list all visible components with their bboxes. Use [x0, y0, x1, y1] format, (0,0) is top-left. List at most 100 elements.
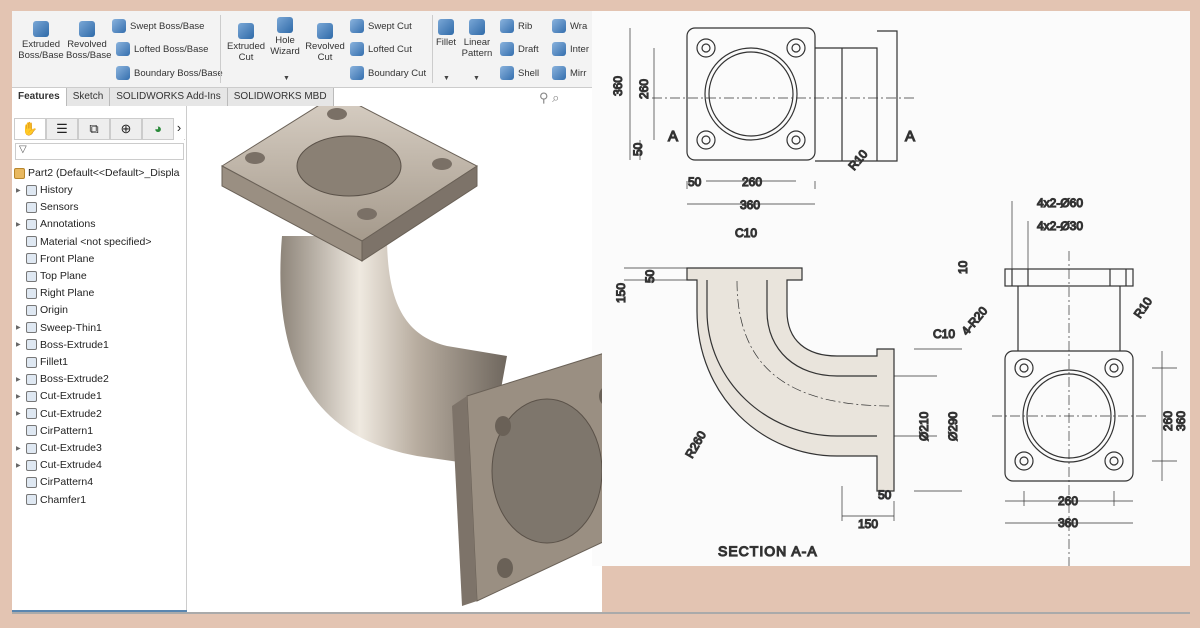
sweep-icon	[112, 19, 126, 33]
tab-sketch[interactable]: Sketch	[66, 88, 111, 106]
expand-arrow-icon[interactable]: ▶	[16, 342, 21, 349]
tree-item[interactable]: Top Plane	[16, 270, 87, 282]
feature-icon	[26, 287, 37, 299]
zoom-to-area-icon[interactable]: ⌕	[552, 90, 560, 105]
dim-360-bottom: 360	[740, 198, 760, 212]
property-manager-tab-icon[interactable]: ☰	[46, 118, 78, 140]
tree-item[interactable]: CirPattern4	[16, 476, 93, 488]
wrap-button[interactable]: Wra	[552, 19, 587, 33]
tab-features[interactable]: Features	[12, 88, 67, 106]
tree-item[interactable]: Origin	[16, 304, 68, 316]
wrap-icon	[552, 19, 566, 33]
fillet-dropdown-icon[interactable]: ▼	[443, 75, 450, 82]
elbow-3d-model	[221, 106, 602, 606]
lofted-cut-icon	[350, 42, 364, 56]
expand-arrow-icon[interactable]: ▶	[16, 411, 21, 418]
chevron-right-icon[interactable]: ›	[174, 118, 184, 140]
dim-d290: Ø290	[946, 411, 960, 441]
feature-icon	[26, 390, 37, 402]
dim-260-side: 260	[1161, 411, 1175, 431]
chamfer-c10-top: C10	[735, 226, 757, 240]
tree-item[interactable]: ▶Boss-Extrude1	[16, 338, 109, 351]
fillet-button[interactable]: Fillet	[434, 19, 458, 48]
dim-50-bottom: 50	[688, 175, 702, 189]
expand-arrow-icon[interactable]: ▶	[16, 376, 21, 383]
dim-50: 50	[631, 142, 645, 156]
tree-item[interactable]: Fillet1	[16, 356, 68, 368]
feature-icon	[26, 184, 37, 196]
tree-item[interactable]: Material <not specified>	[16, 236, 151, 248]
feature-manager-tab-icon[interactable]: ✋	[14, 118, 46, 140]
tree-item[interactable]: ▶Annotations	[16, 218, 96, 231]
linear-pattern-button[interactable]: Linear Pattern	[460, 19, 494, 59]
shell-button[interactable]: Shell	[500, 66, 539, 80]
section-view	[624, 267, 962, 521]
tree-item[interactable]: ▶Sweep-Thin1	[16, 321, 102, 334]
tab-addins[interactable]: SOLIDWORKS Add-Ins	[110, 88, 228, 106]
tree-item[interactable]: ▶History	[16, 184, 73, 196]
configuration-manager-tab-icon[interactable]: ⧉	[78, 118, 110, 140]
expand-arrow-icon[interactable]: ▶	[16, 393, 21, 400]
fillet-icon	[438, 19, 454, 35]
expand-arrow-icon[interactable]: ▶	[16, 445, 21, 452]
boundary-cut-button[interactable]: Boundary Cut	[350, 66, 426, 80]
revolved-cut-icon	[317, 23, 333, 39]
dim-4-r20: 4-R20	[959, 304, 991, 338]
display-manager-tab-icon[interactable]: ◕	[142, 118, 174, 140]
tree-root-part[interactable]: Part2 (Default<<Default>_Displa	[14, 167, 179, 179]
extruded-cut-button[interactable]: Extruded Cut	[224, 23, 268, 63]
revolved-boss-button[interactable]: Revolved Boss/Base	[66, 21, 111, 61]
lofted-cut-button[interactable]: Lofted Cut	[350, 42, 412, 56]
elbow-pipe-body	[280, 236, 507, 466]
revolve-icon	[79, 21, 95, 37]
loft-icon	[116, 42, 130, 56]
revolved-cut-button[interactable]: Revolved Cut	[304, 23, 346, 63]
mirror-button[interactable]: Mirr	[552, 66, 586, 80]
dimxpert-tab-icon[interactable]: ⊕	[110, 118, 142, 140]
extruded-cut-icon	[238, 23, 254, 39]
dim-360: 360	[611, 76, 625, 96]
hole-wizard-dropdown-icon[interactable]: ▼	[283, 75, 290, 82]
dim-50-section: 50	[643, 269, 657, 283]
boundary-cut-icon	[350, 66, 364, 80]
swept-cut-button[interactable]: Swept Cut	[350, 19, 412, 33]
dim-150-section-bottom: 150	[858, 517, 878, 531]
dim-50-section-bottom: 50	[878, 488, 892, 502]
engineering-drawing: 360 260 50 A A R10 50 260 360 C10 C10 15…	[592, 11, 1190, 571]
linear-pattern-dropdown-icon[interactable]: ▼	[473, 75, 480, 82]
tree-item[interactable]: ▶Cut-Extrude1	[16, 390, 102, 403]
tree-item[interactable]: ▶Cut-Extrude4	[16, 459, 102, 472]
dim-10: 10	[956, 260, 970, 274]
tree-item[interactable]: ▶Cut-Extrude3	[16, 442, 102, 454]
swept-cut-icon	[350, 19, 364, 33]
boundary-boss-button[interactable]: Boundary Boss/Base	[116, 66, 223, 80]
expand-arrow-icon[interactable]: ▶	[16, 221, 21, 228]
section-title: SECTION A-A	[718, 543, 818, 559]
tree-item[interactable]: Right Plane	[16, 287, 94, 299]
tab-mbd[interactable]: SOLIDWORKS MBD	[227, 88, 334, 106]
swept-boss-button[interactable]: Swept Boss/Base	[112, 19, 204, 33]
dim-260-side-bottom: 260	[1058, 494, 1078, 508]
lofted-boss-button[interactable]: Lofted Boss/Base	[116, 42, 208, 56]
graphics-area[interactable]: ⚲ ⌕	[187, 90, 602, 612]
filter-input[interactable]: ▽	[15, 143, 184, 160]
intersect-button[interactable]: Inter	[552, 42, 589, 56]
section-marker-a-right: A	[905, 128, 915, 145]
tree-item[interactable]: CirPattern1	[16, 425, 93, 437]
feature-icon	[26, 322, 37, 334]
tree-item[interactable]: Chamfer1	[16, 494, 86, 506]
feature-icon	[26, 253, 37, 265]
tree-item[interactable]: ▶Boss-Extrude2	[16, 373, 109, 386]
extruded-boss-button[interactable]: Extruded Boss/Base	[18, 21, 64, 61]
tree-item[interactable]: Front Plane	[16, 253, 94, 265]
rib-button[interactable]: Rib	[500, 19, 532, 33]
tree-item[interactable]: ▶Cut-Extrude2	[16, 407, 102, 420]
feature-icon	[26, 339, 37, 351]
expand-arrow-icon[interactable]: ▶	[16, 462, 21, 469]
tree-item[interactable]: Sensors	[16, 201, 79, 213]
hole-wizard-button[interactable]: Hole Wizard	[268, 17, 302, 57]
zoom-to-fit-icon[interactable]: ⚲	[539, 90, 549, 105]
draft-button[interactable]: Draft	[500, 42, 539, 56]
expand-arrow-icon[interactable]: ▶	[16, 187, 21, 194]
expand-arrow-icon[interactable]: ▶	[16, 325, 21, 332]
